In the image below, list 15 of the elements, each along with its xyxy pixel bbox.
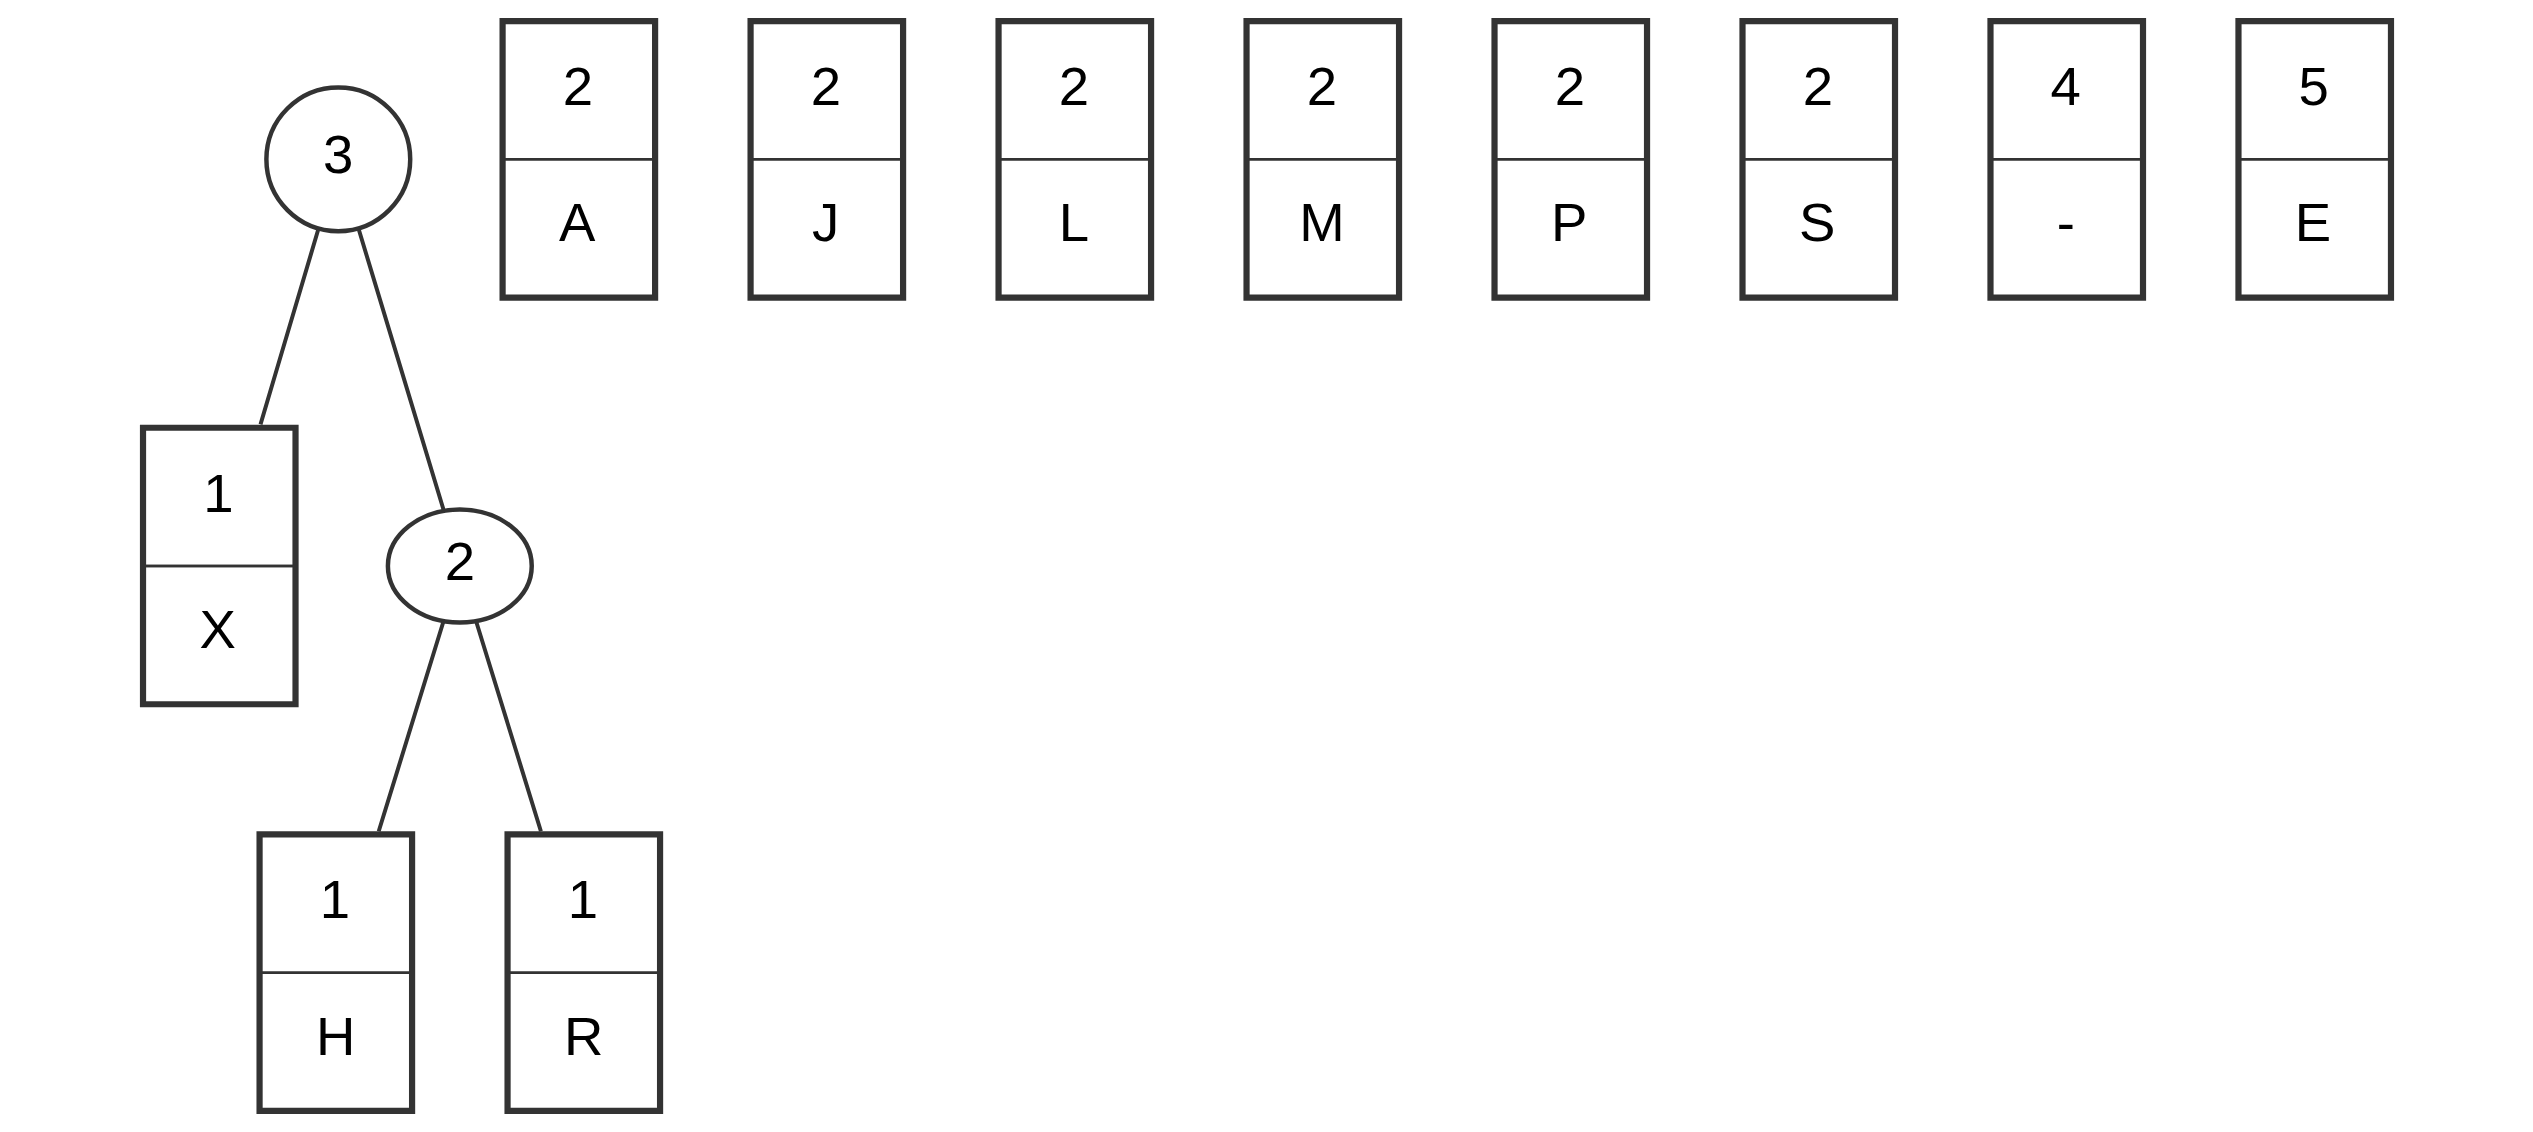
node-box: 2 S bbox=[1738, 17, 1898, 301]
node-box: 1 R bbox=[503, 831, 663, 1115]
node-ellipse: 2 bbox=[385, 507, 534, 625]
connector bbox=[356, 228, 446, 511]
connector bbox=[258, 228, 320, 425]
node-box: 1 X bbox=[139, 424, 299, 708]
connector bbox=[376, 620, 445, 832]
node-box: 4 - bbox=[1986, 17, 2146, 301]
node-box: 2 L bbox=[994, 17, 1154, 301]
node-box: 2 M bbox=[1242, 17, 1402, 301]
node-box: 5 E bbox=[2234, 17, 2394, 301]
node-box: 1 H bbox=[255, 831, 415, 1115]
connector bbox=[473, 620, 543, 832]
node-box: 2 P bbox=[1490, 17, 1650, 301]
node-circle: 3 bbox=[263, 85, 412, 234]
